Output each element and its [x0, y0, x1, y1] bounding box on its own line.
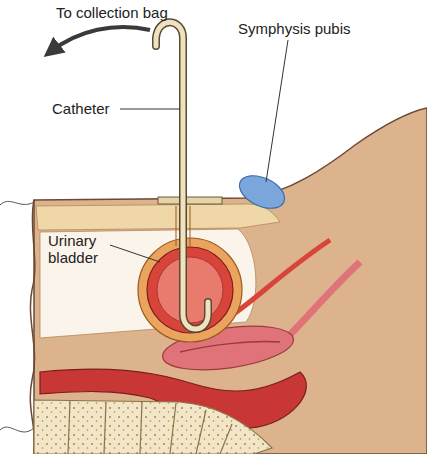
bed-edge — [0, 201, 34, 432]
body-section — [34, 108, 427, 454]
part-label: Catheter — [52, 100, 132, 117]
catheter-tube — [156, 22, 208, 329]
sacrum — [34, 400, 272, 454]
symphysis-pubis — [234, 169, 289, 215]
vertebra-lines — [68, 401, 232, 454]
part-label: To collection bag — [56, 4, 216, 21]
bladder-lumen — [157, 257, 223, 323]
catheter-plate — [158, 197, 222, 204]
part-label: Urinary bladder — [48, 232, 112, 266]
bladder-wall — [147, 247, 233, 333]
leader-line — [266, 40, 288, 182]
leader-line — [110, 245, 160, 262]
flow-arrow — [50, 27, 150, 52]
vagina — [280, 262, 360, 345]
catheter-outline — [156, 22, 208, 329]
abdominal-wall — [36, 204, 280, 230]
uterine-cavity — [180, 342, 280, 352]
leader-line — [120, 109, 180, 110]
part-label: Symphysis pubis — [238, 20, 378, 37]
